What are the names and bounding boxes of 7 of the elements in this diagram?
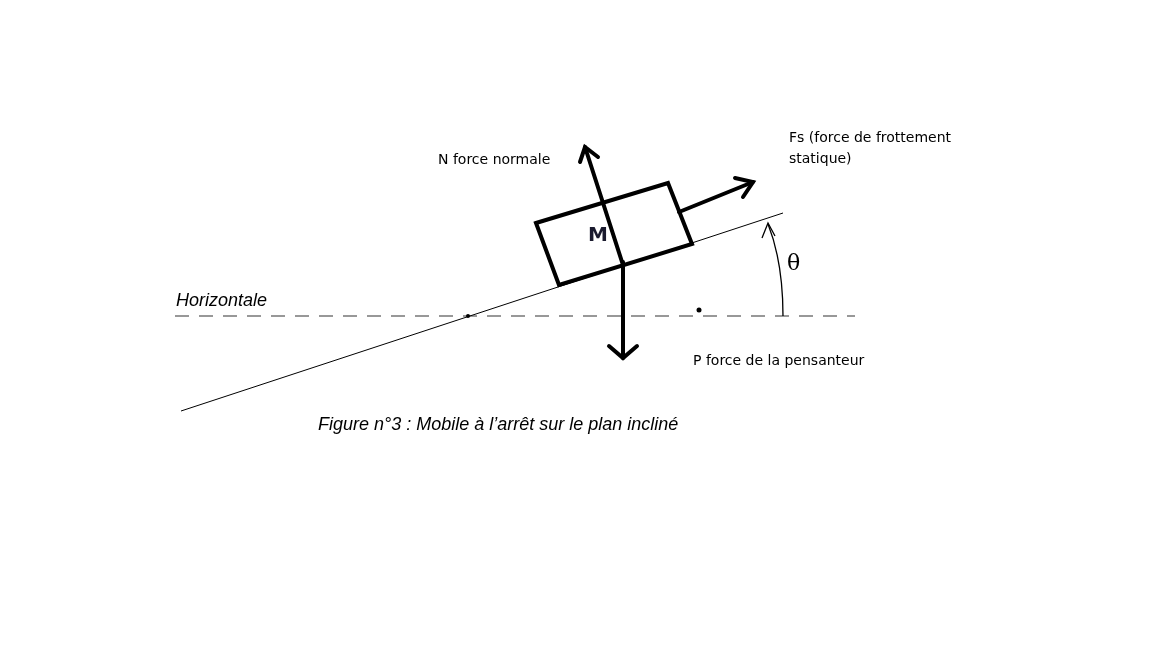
force-label: Fs (force de frottement statique) — [789, 128, 953, 168]
angle-label: θ — [787, 252, 802, 273]
force-label: N force normale — [438, 150, 552, 169]
force-label: P force de la pensanteur — [693, 351, 866, 370]
figure-caption: Figure n°3 : Mobile à l’arrêt sur le plan incliné — [318, 414, 679, 435]
axis-label: Horizontale — [176, 290, 269, 311]
mass-label: M — [588, 222, 608, 246]
